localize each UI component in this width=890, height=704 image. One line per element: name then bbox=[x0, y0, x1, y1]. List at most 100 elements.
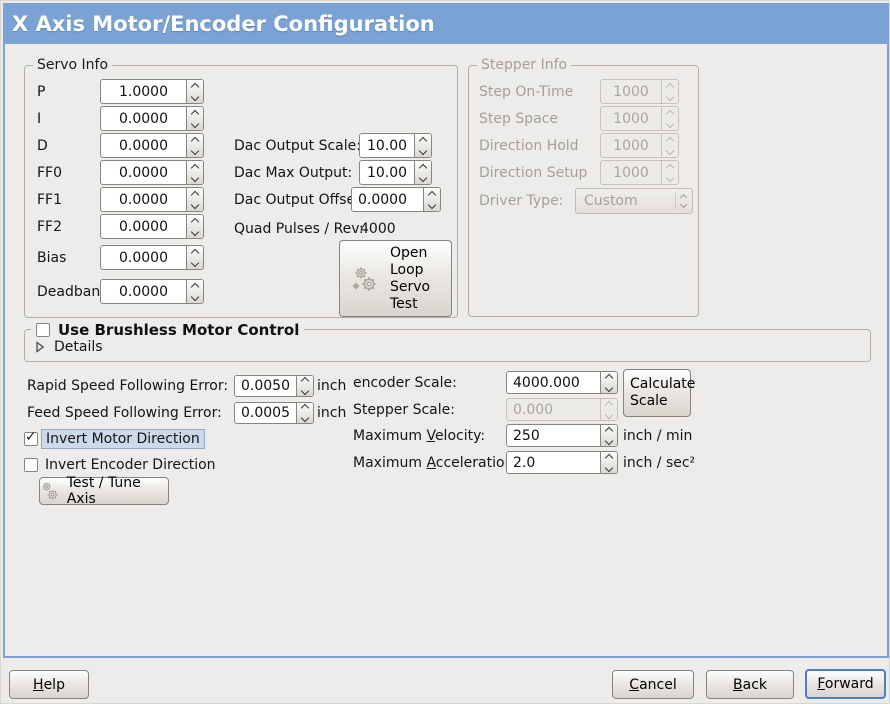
spin-arrows-icon bbox=[661, 161, 678, 184]
details-label: Details bbox=[54, 339, 103, 355]
spin-arrows-icon[interactable] bbox=[186, 246, 203, 269]
spin-arrows-icon[interactable] bbox=[414, 134, 431, 157]
dac-output-scale-spinbox[interactable]: 10.00 bbox=[359, 133, 432, 158]
servo-spinbox-deadband[interactable]: 0.0000 bbox=[100, 279, 204, 304]
quad-pulses-value: 4000 bbox=[360, 220, 396, 237]
direction-setup-label: Direction Setup bbox=[479, 164, 588, 181]
back-button[interactable]: Back bbox=[706, 670, 794, 699]
servo-spinbox-ff2[interactable]: 0.0000 bbox=[100, 214, 204, 239]
calculate-scale-button[interactable]: Calculate Scale bbox=[623, 369, 696, 417]
rapid-ferror-spinbox[interactable]: 0.0050 bbox=[234, 375, 314, 397]
quad-pulses-label: Quad Pulses / Rev: bbox=[234, 220, 364, 237]
stepper-scale-label: Stepper Scale: bbox=[353, 401, 455, 418]
step-space-label: Step Space bbox=[479, 110, 558, 127]
spin-arrows-icon[interactable] bbox=[186, 280, 203, 303]
servo-spinbox-ff1[interactable]: 0.0000 bbox=[100, 187, 204, 212]
max-velocity-unit: inch / min bbox=[623, 427, 693, 444]
stepper-scale-value: 0.000 bbox=[513, 401, 554, 418]
header-bar: X Axis Motor/Encoder Configuration bbox=[3, 3, 889, 44]
spin-arrows-icon bbox=[661, 134, 678, 157]
spin-arrows-icon[interactable] bbox=[186, 134, 203, 157]
encoder-scale-spinbox[interactable]: 4000.000 bbox=[506, 371, 618, 394]
spin-arrows-icon[interactable] bbox=[600, 372, 617, 393]
back-button-label: Back bbox=[733, 676, 767, 693]
feed-ferror-value: 0.0005 bbox=[241, 405, 290, 421]
invert-motor-checkbox[interactable]: ✓ bbox=[24, 429, 38, 446]
calculate-scale-button-label: Calculate Scale bbox=[630, 376, 696, 409]
combo-divider bbox=[675, 193, 676, 209]
spin-arrows-icon[interactable] bbox=[414, 161, 431, 184]
servo-value-ff0: 0.0000 bbox=[119, 164, 168, 181]
help-button-label: Help bbox=[33, 676, 65, 693]
spin-arrows-icon[interactable] bbox=[186, 107, 203, 130]
cancel-button[interactable]: Cancel bbox=[612, 670, 694, 699]
help-button[interactable]: Help bbox=[9, 670, 89, 699]
spin-arrows-icon[interactable] bbox=[423, 188, 440, 211]
servo-label-ff1: FF1 bbox=[37, 191, 63, 208]
max-velocity-label: Maximum Velocity: bbox=[353, 427, 486, 444]
servo-label-i: I bbox=[37, 110, 42, 127]
expander-triangle-icon bbox=[36, 341, 45, 353]
max-accel-label: Maximum Acceleration: bbox=[353, 454, 519, 471]
open-loop-servo-test-button[interactable]: Open Loop Servo Test bbox=[339, 240, 452, 317]
gears-icon bbox=[42, 482, 58, 500]
open-loop-button-label: Open Loop Servo Test bbox=[390, 244, 431, 312]
servo-info-frame: Servo Info P 1.0000 I 0.0000 D 0.0000 FF… bbox=[24, 56, 458, 318]
spin-arrows-icon[interactable] bbox=[186, 215, 203, 238]
servo-spinbox-i[interactable]: 0.0000 bbox=[100, 106, 204, 131]
combo-chevrons-icon bbox=[679, 193, 688, 209]
servo-label-bias: Bias bbox=[37, 249, 67, 266]
test-tune-axis-button[interactable]: Test / Tune Axis bbox=[39, 475, 169, 507]
dac-max-output-spinbox[interactable]: 10.00 bbox=[359, 160, 432, 185]
max-velocity-spinbox[interactable]: 250 bbox=[506, 424, 618, 447]
servo-label-d: D bbox=[37, 137, 48, 154]
stepper-scale-spinbox: 0.000 bbox=[506, 398, 618, 421]
use-brushless-label: Use Brushless Motor Control bbox=[58, 321, 300, 339]
stepper-frame-title: Stepper Info bbox=[477, 56, 572, 75]
spin-arrows-icon[interactable] bbox=[296, 403, 313, 423]
dac-output-offset-value: 0.0000 bbox=[358, 191, 407, 208]
invert-encoder-checkbox[interactable] bbox=[24, 458, 38, 472]
dac-output-offset-spinbox[interactable]: 0.0000 bbox=[351, 187, 441, 212]
forward-button-label: Forward bbox=[817, 676, 874, 692]
servo-spinbox-d[interactable]: 0.0000 bbox=[100, 133, 204, 158]
use-brushless-checkbox[interactable] bbox=[36, 323, 50, 337]
servo-value-ff1: 0.0000 bbox=[119, 191, 168, 208]
spin-arrows-icon[interactable] bbox=[186, 161, 203, 184]
spin-arrows-icon bbox=[661, 107, 678, 130]
details-expander[interactable]: Details bbox=[35, 339, 103, 355]
max-accel-spinbox[interactable]: 2.0 bbox=[506, 451, 618, 474]
spin-arrows-icon[interactable] bbox=[600, 425, 617, 446]
servo-spinbox-p[interactable]: 1.0000 bbox=[100, 79, 204, 104]
forward-button[interactable]: Forward bbox=[805, 669, 886, 699]
spin-arrows-icon[interactable] bbox=[186, 188, 203, 211]
brushless-legend: Use Brushless Motor Control bbox=[31, 321, 305, 339]
driver-type-label: Driver Type: bbox=[479, 193, 564, 209]
servo-value-p: 1.0000 bbox=[119, 83, 168, 100]
spin-arrows-icon[interactable] bbox=[186, 80, 203, 103]
servo-label-deadband: Deadband bbox=[37, 283, 110, 300]
dac-max-output-label: Dac Max Output: bbox=[234, 164, 353, 181]
feed-ferror-unit: inch bbox=[317, 405, 347, 421]
servo-value-d: 0.0000 bbox=[119, 137, 168, 154]
step-on-time-spinbox: 1000 bbox=[600, 79, 679, 104]
spin-arrows-icon[interactable] bbox=[296, 376, 313, 396]
driver-type-select: Custom bbox=[575, 188, 693, 214]
direction-hold-label: Direction Hold bbox=[479, 137, 579, 154]
invert-motor-label[interactable]: Invert Motor Direction bbox=[41, 429, 205, 449]
test-tune-button-label: Test / Tune Axis bbox=[66, 475, 141, 507]
direction-hold-spinbox: 1000 bbox=[600, 133, 679, 158]
servo-spinbox-ff0[interactable]: 0.0000 bbox=[100, 160, 204, 185]
gears-icon bbox=[352, 267, 376, 291]
step-space-spinbox: 1000 bbox=[600, 106, 679, 131]
max-accel-unit: inch / sec² bbox=[623, 454, 696, 471]
spin-arrows-icon[interactable] bbox=[600, 452, 617, 473]
direction-setup-value: 1000 bbox=[613, 164, 649, 181]
max-accel-value: 2.0 bbox=[513, 454, 536, 471]
servo-spinbox-bias[interactable]: 0.0000 bbox=[100, 245, 204, 270]
dac-output-scale-label: Dac Output Scale: bbox=[234, 137, 361, 154]
servo-frame-title: Servo Info bbox=[33, 56, 113, 75]
max-velocity-value: 250 bbox=[513, 427, 540, 444]
feed-ferror-spinbox[interactable]: 0.0005 bbox=[234, 402, 314, 424]
